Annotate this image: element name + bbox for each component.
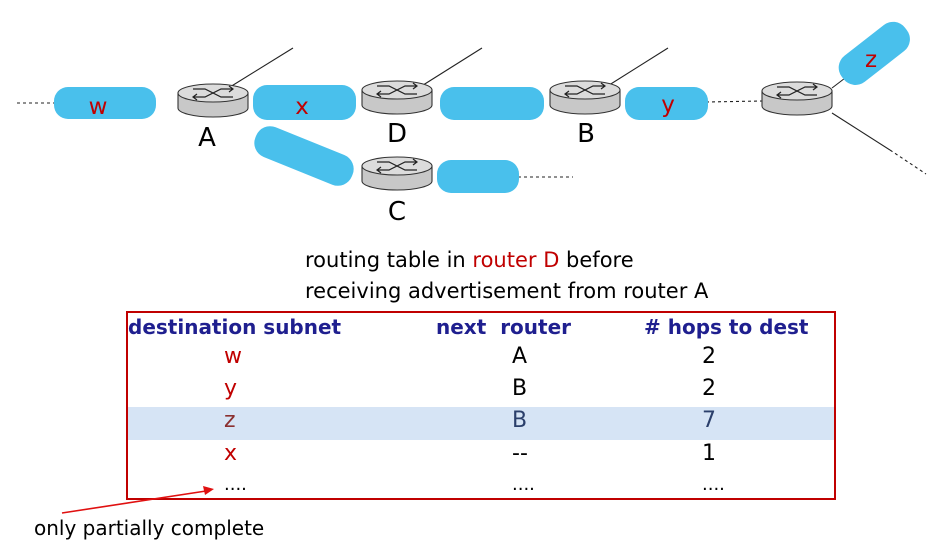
- cell-destination: w: [224, 344, 242, 369]
- cell-hops: 7: [702, 408, 716, 433]
- cell-next-router: A: [512, 344, 528, 369]
- label-w: w: [89, 94, 108, 120]
- cell-hops: 2: [702, 344, 716, 369]
- routing-table-caption: routing table in router D before receivi…: [305, 245, 708, 307]
- link-y-right: [705, 100, 763, 103]
- subnet-z: [838, 21, 910, 85]
- subnet-c: [437, 160, 519, 193]
- router-label-D: D: [387, 119, 407, 149]
- subnet-x: [253, 85, 356, 120]
- link-E-down: [831, 112, 891, 151]
- label-x: x: [295, 94, 309, 120]
- link-D-up: [419, 47, 483, 88]
- link-B-up: [605, 47, 669, 88]
- cell-destination: ....: [224, 474, 247, 495]
- label-y: y: [661, 92, 675, 118]
- subnet-d-b: [440, 87, 544, 120]
- cell-hops: 2: [702, 376, 716, 401]
- table-row: x -- 1: [128, 440, 834, 473]
- subnet-w: [54, 87, 156, 119]
- router-label-B: B: [577, 119, 595, 149]
- subnet-a-c: [254, 126, 354, 186]
- cell-destination: x: [224, 441, 238, 466]
- cell-next-router: B: [512, 376, 528, 401]
- table-row: y B 2: [128, 375, 834, 408]
- label-z: z: [865, 47, 877, 73]
- caption-line-1: routing table in router D before: [305, 248, 634, 272]
- router-C-icon: [361, 156, 433, 191]
- header-destination: destination subnet: [128, 315, 342, 339]
- router-D-icon: [361, 80, 433, 115]
- partial-note: only partially complete: [34, 516, 265, 540]
- cell-hops: ....: [702, 474, 725, 495]
- subnet-y: [625, 87, 708, 120]
- cell-next-router: --: [512, 441, 528, 466]
- table-row: .... .... ....: [128, 471, 834, 504]
- cell-destination: z: [224, 408, 236, 433]
- cell-destination: y: [224, 376, 238, 401]
- router-A-icon: [177, 83, 249, 118]
- header-hops: # hops to dest: [644, 315, 809, 339]
- table-row-highlighted: z B 7: [128, 407, 834, 440]
- caption-line-2: receiving advertisement from router A: [305, 279, 709, 303]
- cell-hops: 1: [702, 441, 716, 466]
- table-row: w A 2: [128, 343, 834, 376]
- router-E-icon: [761, 81, 833, 116]
- caption-router-d: router D: [472, 248, 560, 272]
- routing-table: destination subnet next router # hops to…: [126, 311, 836, 500]
- link-A-up: [229, 47, 294, 88]
- router-label-C: C: [388, 197, 406, 227]
- cell-next-router: ....: [512, 474, 535, 495]
- router-label-A: A: [198, 123, 216, 153]
- router-B-icon: [549, 80, 621, 115]
- cell-next-router: B: [512, 408, 528, 433]
- header-next-router: next router: [436, 315, 572, 339]
